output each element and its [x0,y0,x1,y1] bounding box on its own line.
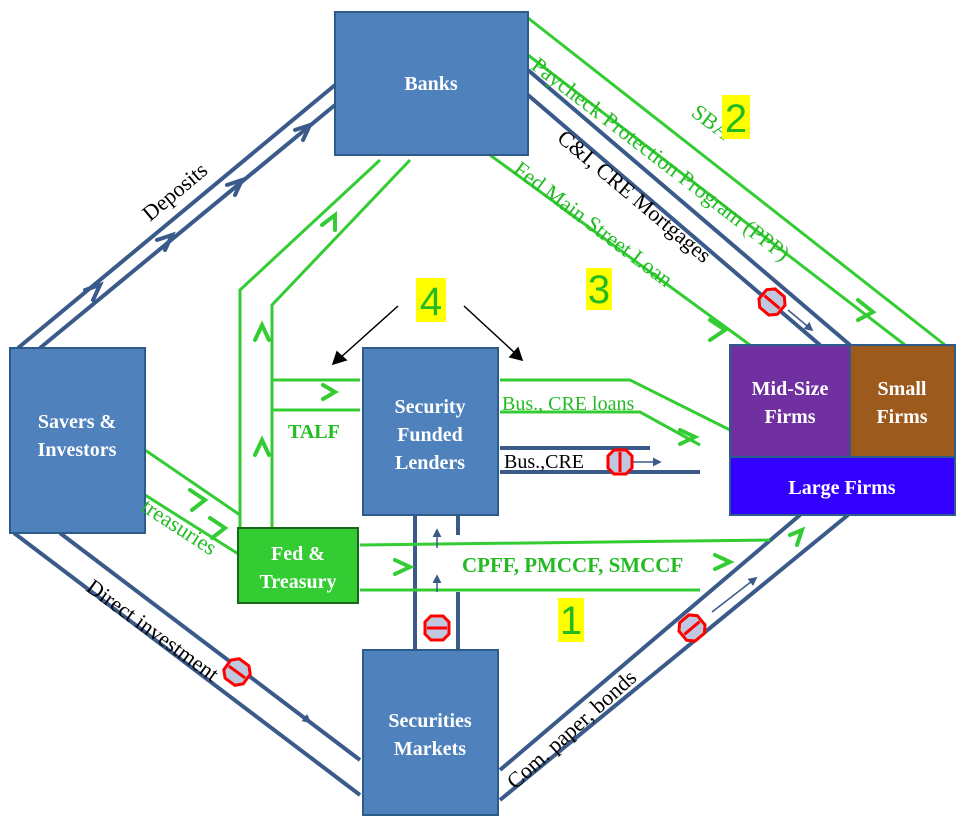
deposit-arrow-4 [293,121,314,142]
ppp-arrow [856,298,877,322]
stop-sign-icon [677,613,707,643]
cp-thin-arrow [711,576,758,613]
step-number-4: 4 [416,278,446,324]
four-pointer-left-head [331,350,348,366]
bus-cre-loans-label: Bus., CRE loans [502,393,634,415]
mainstreet-arrow [708,318,729,342]
markets-label-1: Securities [388,710,472,732]
up-arrow-3 [320,210,337,232]
deposit-arrow-1 [83,281,104,302]
fed-label-2: Treasury [259,571,336,593]
node-banks: Banks [334,11,529,156]
direct-investment-label: Direct investment [82,574,224,687]
node-fed-treasury: Fed & Treasury [237,527,359,604]
deposits-line-outer [16,83,337,350]
stop-sign-icon [423,614,451,642]
savers-fed-bot [144,493,241,557]
node-midsize-firms: Mid-Size Firms [729,344,851,458]
green-arrows [188,210,877,576]
stop-sign-icon [606,448,634,476]
cpff-arrow-left [393,558,415,576]
step-2-text: 2 [725,97,747,141]
security-label-1: Security [394,396,465,418]
ci-thin-arrow [787,309,814,332]
midsize-label-2: Firms [764,406,815,428]
large-firm-arrow [788,526,806,547]
bus-cre-loans-arrow [678,428,700,446]
green-flow-lines [144,16,946,592]
step-number-3: 3 [586,268,612,312]
right-arrow-talf [321,383,339,401]
four-pointer-left [339,305,399,359]
talf-label: TALF [288,421,340,443]
step-number-1: 1 [558,598,584,643]
fed-to-banks-outer [238,158,382,528]
deposit-arrow-3 [225,176,246,197]
four-pointers [331,305,524,366]
cpff-line-top [359,538,771,547]
cp-line-outer [498,513,850,802]
step-1-text: 1 [560,599,582,643]
step-4-text: 4 [420,280,442,324]
stop-sign-icon [757,287,787,317]
midsize-label-1: Mid-Size [752,378,829,400]
thin-arrows [261,309,814,724]
security-label-3: Lenders [395,452,465,474]
stop-sign-icon [222,657,252,687]
step-3-text: 3 [588,268,610,312]
four-pointer-right-head [508,346,524,362]
deposits-line-inner [38,103,337,350]
node-large-firms: Large Firms [729,456,956,516]
savers-fed-arrow-1 [188,488,209,512]
navy-flow-lines [12,68,852,802]
cp-line-inner [498,513,802,772]
mainstreet-line [489,153,751,347]
fed-label-1: Fed & [271,543,325,565]
banks-label: Banks [404,73,458,95]
small-label-2: Firms [876,406,927,428]
sba-line [527,16,946,347]
fed-to-banks-inner [270,158,412,528]
navy-arrows [83,121,314,302]
savers-fed-arrow-2 [208,516,229,540]
direct-line-outer [12,531,362,797]
node-securities-markets: Securities Markets [362,649,499,816]
cpff-label: CPFF, PMCCF, SMCCF [462,553,683,577]
lenders-firms-bot [500,410,701,447]
com-paper-label: Com. paper, bonds [502,665,642,794]
direct-thin-arrow [261,684,312,724]
ppp-line [527,53,906,347]
savers-label-2: Investors [38,439,117,461]
security-label-2: Funded [397,424,463,446]
node-security-lenders: Security Funded Lenders [362,347,499,516]
node-savers: Savers & Investors [9,347,146,534]
cpff-arrow-right [713,553,735,571]
small-label-1: Small [878,378,927,400]
large-label: Large Firms [788,477,895,499]
markets-label-2: Markets [394,738,466,760]
up-arrow-2 [253,435,271,457]
ci-line-1 [526,68,852,347]
node-small-firms: Small Firms [849,344,956,458]
treasuries-label: treasuries [137,493,221,560]
deposit-arrow-2 [155,231,176,252]
up-arrow-1 [253,320,271,342]
savers-fed-top [144,448,241,517]
step-number-2: 2 [722,95,750,141]
bus-cre-label: Bus.,CRE [504,451,584,473]
lenders-firms-top [500,378,731,432]
savers-label-1: Savers & [38,411,116,433]
four-pointer-right [463,305,517,355]
